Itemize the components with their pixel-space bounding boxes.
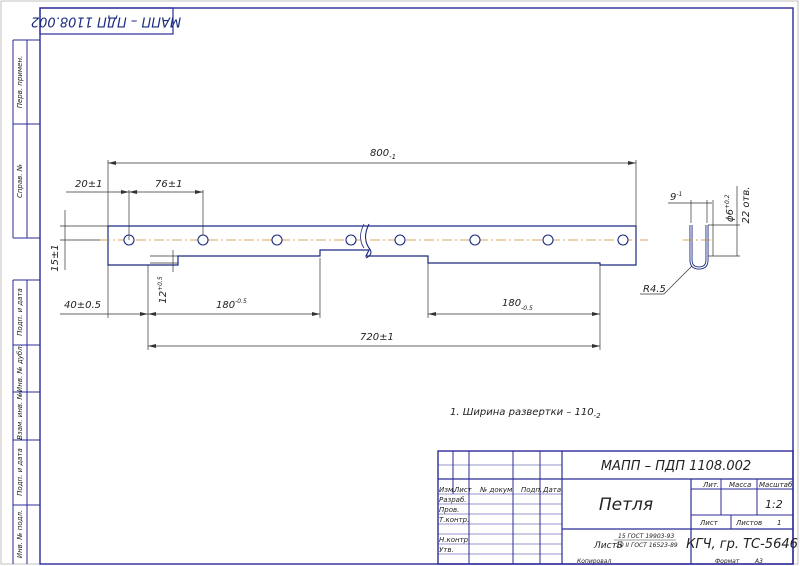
side-columns: [12, 39, 40, 564]
side-label-replace-no: Взам. инв. №: [16, 392, 24, 440]
format-value: А3: [754, 558, 763, 565]
svg-text:Т.контр.: Т.контр.: [439, 516, 469, 524]
drawing-frame: [39, 7, 794, 565]
side-label-first-use: Перв. примен.: [16, 56, 24, 109]
svg-text:Подп.: Подп.: [521, 486, 542, 494]
top-stamp-text: МАПП – ПДП 1108.002: [31, 14, 181, 29]
material-name: ЛистБ: [593, 541, 623, 551]
svg-text:Утв.: Утв.: [439, 546, 454, 554]
dim-seg-left: 180-0.5: [216, 298, 247, 311]
scale-label: Масштаб: [759, 481, 793, 489]
dim-side-height: 15±1: [50, 244, 61, 271]
dim-pitch: 76±1: [155, 179, 182, 190]
sheet-label: Лист: [699, 519, 719, 527]
svg-text:Разраб.: Разраб.: [439, 496, 467, 504]
sheets-label: Листов: [735, 519, 762, 527]
hole: [271, 234, 283, 246]
svg-text:Н.контр.: Н.контр.: [439, 536, 470, 544]
svg-text:Изм.: Изм.: [439, 486, 455, 494]
dim-step-height: 12+0.5: [157, 276, 169, 303]
dim-detail-width: 9-1: [670, 191, 682, 203]
hole: [197, 234, 209, 246]
arrowheads: [108, 161, 636, 348]
hole: [542, 234, 554, 246]
lit-label: Лит.: [702, 481, 719, 489]
side-label-dup-no: Инв. № дубл.: [16, 344, 24, 392]
material-top: 15 ГОСТ 19903-93: [618, 533, 674, 540]
copied-label: Копировал: [577, 558, 611, 565]
svg-text:№ докум.: № докум.: [479, 486, 515, 494]
title-part-name: Петля: [599, 495, 653, 515]
part-outline: [107, 225, 637, 266]
dim-radius: R4.5: [643, 284, 666, 295]
side-label-sign-date-2: Подп. и дата: [16, 448, 24, 496]
mass-label: Масса: [729, 481, 751, 489]
material-bottom: 10 II ГОСТ 16523-89: [616, 542, 678, 549]
dimension-lines: [60, 160, 637, 350]
side-label-original-no: Инв. № подл.: [16, 510, 24, 558]
svg-text:Пров.: Пров.: [439, 506, 459, 514]
dim-first-offset: 20±1: [75, 179, 102, 190]
organization: КГЧ, гр. ТС-5646: [686, 537, 798, 552]
dim-total-length: 800-1: [370, 148, 396, 161]
hole: [469, 234, 481, 246]
dim-overall: 720±1: [360, 332, 394, 343]
hole: [394, 234, 406, 246]
title-row-labels: Изм. Лист № докум. Подп. Дата: [439, 486, 561, 494]
scale-value: 1:2: [765, 498, 783, 511]
hole: [617, 234, 629, 246]
svg-text:Лист: Лист: [453, 486, 473, 494]
svg-text:Дата: Дата: [542, 486, 561, 494]
technical-note: 1. Ширина развертки – 110-2: [450, 407, 601, 420]
dim-hole-dia: ϕ6+0.2: [724, 194, 736, 222]
title-people-labels: Разраб. Пров. Т.контр. Н.контр. Утв.: [439, 496, 470, 554]
side-label-ref-no: Справ. №: [16, 164, 24, 198]
title-block: [437, 450, 794, 565]
break-mark: [364, 223, 372, 259]
top-stamp-box: [39, 7, 174, 35]
hole: [345, 234, 357, 246]
holes: [123, 234, 629, 246]
title-doc-code: МАПП – ПДП 1108.002: [601, 459, 751, 474]
dim-seg-right: 180-0.5: [502, 298, 533, 312]
sheets-value: 1: [777, 519, 781, 527]
section-detail: 9-1 ϕ6+0.2 22 отв. R4.5: [640, 186, 752, 295]
format-label: Формат: [715, 558, 740, 565]
dim-holes-count: 22 отв.: [741, 187, 752, 224]
side-label-sign-date-1: Подп. и дата: [16, 288, 24, 336]
dim-left-end: 40±0.5: [64, 300, 101, 311]
